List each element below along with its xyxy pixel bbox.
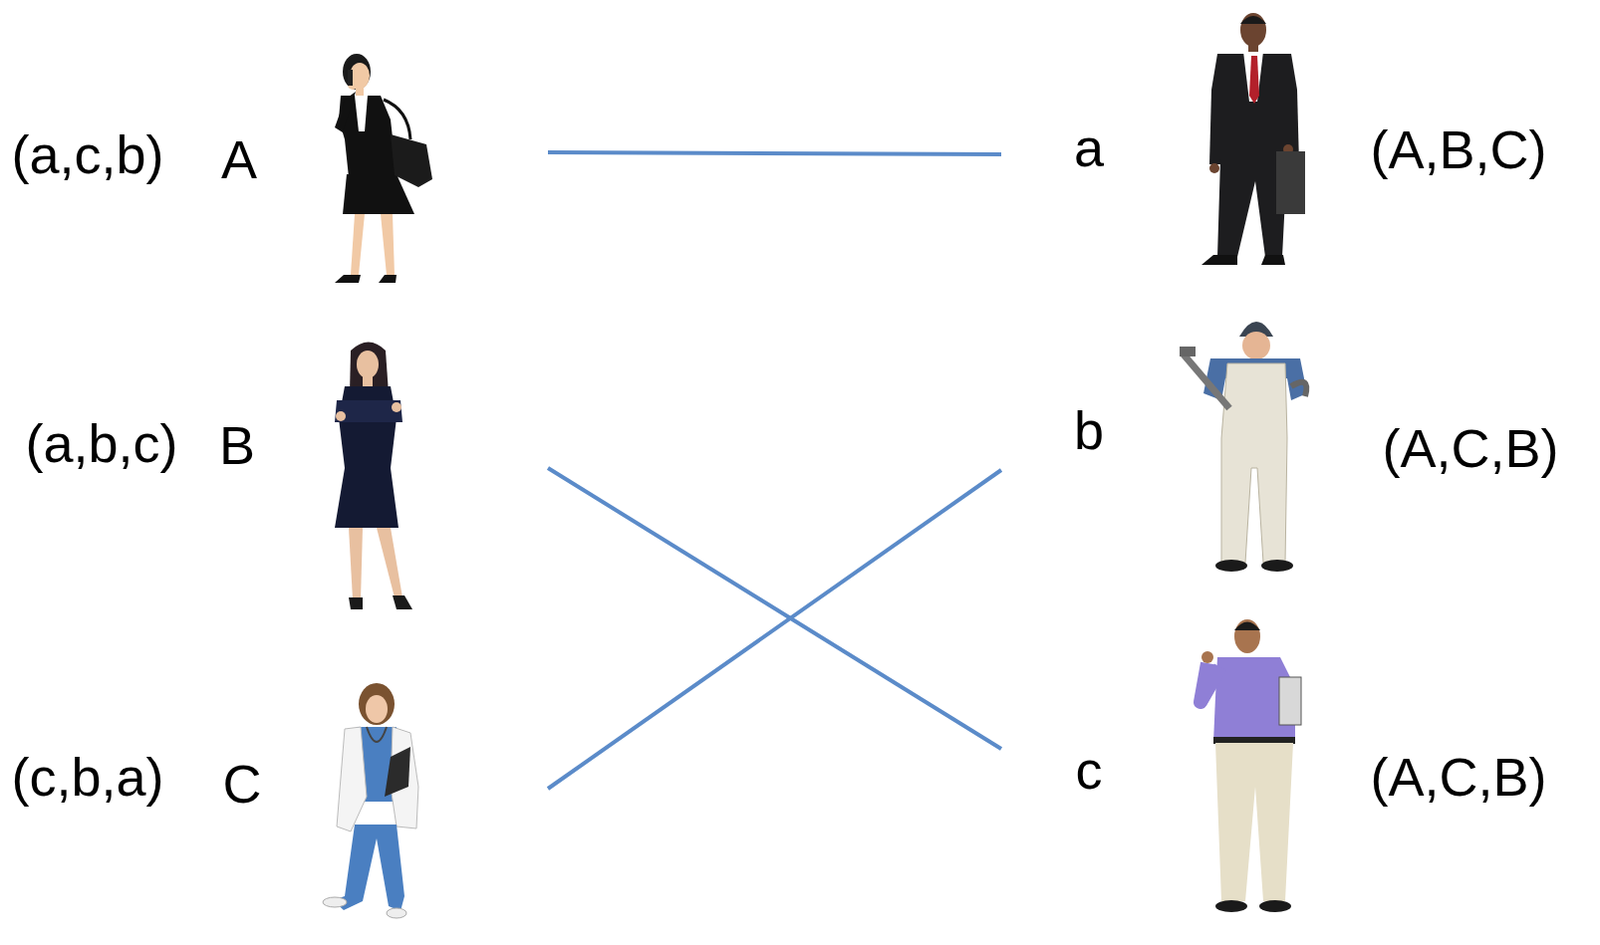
person-letter: b bbox=[1073, 399, 1104, 462]
man-with-clipboard-figure-part bbox=[1215, 743, 1294, 902]
woman-in-dress-figure-part bbox=[348, 597, 363, 610]
preference-list: (c,b,a) bbox=[10, 746, 164, 808]
businesswoman-figure-part bbox=[355, 86, 364, 96]
doctor-figure-part bbox=[384, 747, 411, 798]
man-with-clipboard-figure-part bbox=[1279, 677, 1302, 726]
doctor-figure-part bbox=[322, 897, 347, 908]
businessman-figure-part bbox=[1201, 255, 1238, 266]
businesswoman-figure-part bbox=[350, 214, 365, 275]
woman-in-dress-figure-part bbox=[348, 528, 363, 600]
businesswoman-figure-part bbox=[354, 95, 368, 132]
doctor-figure-part bbox=[336, 727, 367, 832]
man-with-clipboard-figure-part bbox=[1259, 900, 1292, 913]
businesswoman-figure-part bbox=[390, 134, 433, 188]
person-node: c (A,C,B) bbox=[1001, 607, 1595, 922]
businessman-figure-part bbox=[1209, 163, 1220, 174]
woman-in-dress-figure-part bbox=[376, 528, 403, 598]
businessman-figure-part bbox=[1261, 255, 1286, 266]
doctor-figure-part bbox=[366, 727, 387, 743]
doctor-figure-part bbox=[365, 695, 388, 724]
person-letter: c bbox=[1075, 739, 1103, 801]
businessman-figure bbox=[1201, 12, 1306, 266]
plumber-figure-part bbox=[1179, 346, 1196, 357]
businesswoman-figure-part bbox=[342, 53, 371, 90]
woman-in-dress-figure-part bbox=[349, 342, 389, 395]
plumber-figure-part bbox=[1242, 331, 1271, 360]
preference-list: (a,c,b) bbox=[10, 123, 164, 186]
matching-line bbox=[547, 470, 1002, 790]
person-node: (a,c,b) A bbox=[4, 49, 548, 289]
businessman-figure-part bbox=[1240, 12, 1267, 47]
man-with-clipboard-figure bbox=[1200, 619, 1302, 913]
plumber-figure-part bbox=[1221, 363, 1288, 563]
person-letter: A bbox=[221, 128, 258, 191]
man-with-clipboard-figure-part bbox=[1234, 619, 1261, 654]
man-with-clipboard-figure-part bbox=[1234, 622, 1261, 632]
person-node: (c,b,a) C bbox=[4, 677, 548, 927]
person-node: b (A,C,B) bbox=[1001, 308, 1595, 578]
preference-list: (A,B,C) bbox=[1369, 118, 1547, 181]
matching-line bbox=[547, 152, 1002, 155]
matching-line bbox=[547, 468, 1002, 750]
plumber-figure-part bbox=[1291, 382, 1307, 397]
plumber-figure bbox=[1179, 321, 1308, 572]
man-with-clipboard-figure-part bbox=[1201, 651, 1214, 664]
doctor-figure-part bbox=[358, 683, 395, 726]
doctor-figure bbox=[322, 683, 419, 919]
person-letter: C bbox=[223, 753, 263, 815]
plumber-figure-part bbox=[1215, 559, 1248, 572]
businesswoman-figure bbox=[334, 53, 433, 283]
woman-in-dress-figure-part bbox=[356, 350, 379, 379]
woman-in-dress-figure-part bbox=[334, 400, 403, 423]
businesswoman-figure-part bbox=[334, 274, 361, 283]
businesswoman-figure-part bbox=[378, 274, 397, 283]
businessman-figure-part bbox=[1249, 55, 1260, 104]
person-node: (a,b,c) B bbox=[4, 333, 548, 618]
preference-list: (A,C,B) bbox=[1381, 417, 1559, 480]
woman-in-dress-figure-part bbox=[392, 595, 413, 610]
plumber-figure-part bbox=[1183, 354, 1230, 409]
woman-in-dress-figure bbox=[334, 342, 413, 611]
businessman-figure-part bbox=[1240, 15, 1267, 24]
doctor-figure-part bbox=[386, 908, 407, 919]
plumber-figure-part bbox=[1261, 559, 1294, 572]
woman-in-dress-figure-part bbox=[391, 402, 402, 413]
businesswoman-figure-part bbox=[347, 69, 353, 86]
businessman-figure-part bbox=[1276, 151, 1306, 215]
person-letter: B bbox=[219, 414, 256, 477]
man-with-clipboard-figure-part bbox=[1213, 737, 1296, 745]
businesswoman-figure-part bbox=[342, 174, 415, 215]
preference-list: (A,C,B) bbox=[1369, 746, 1547, 808]
man-with-clipboard-figure-part bbox=[1215, 900, 1248, 913]
businesswoman-figure-part bbox=[334, 91, 356, 133]
man-with-clipboard-figure-part bbox=[1200, 663, 1221, 703]
businessman-figure-part bbox=[1209, 53, 1300, 165]
person-node: a (A,B,C) bbox=[1001, 4, 1595, 274]
person-letter: a bbox=[1073, 116, 1104, 179]
woman-in-dress-figure-part bbox=[335, 411, 346, 422]
woman-in-dress-figure-part bbox=[362, 376, 373, 387]
businesswoman-figure-part bbox=[380, 214, 395, 275]
doctor-figure-part bbox=[332, 824, 405, 912]
preference-list: (a,b,c) bbox=[24, 412, 178, 475]
